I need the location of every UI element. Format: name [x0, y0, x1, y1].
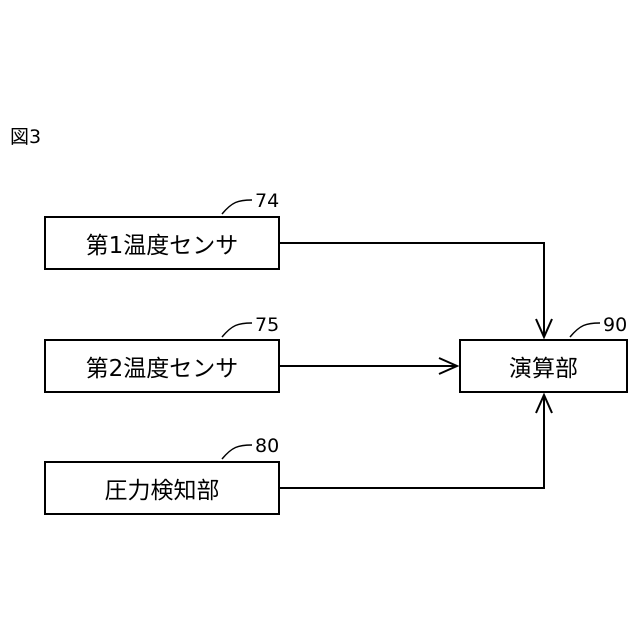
pressure-detector-label: 圧力検知部	[105, 471, 220, 505]
computation-unit-label: 演算部	[509, 349, 578, 383]
first-temperature-sensor-label: 第1温度センサ	[86, 226, 239, 260]
first-temperature-sensor-block: 第1温度センサ	[44, 216, 280, 270]
computation-unit-block: 演算部	[459, 339, 628, 393]
ref-leader-90	[570, 323, 600, 337]
ref-leader-75	[222, 323, 252, 337]
second-temperature-sensor-block: 第2温度センサ	[44, 339, 280, 393]
ref-number-80: 80	[255, 435, 279, 457]
ref-leader-80	[222, 445, 252, 459]
ref-number-74: 74	[255, 190, 279, 212]
connector-sensor1-compute	[280, 243, 544, 337]
pressure-detector-block: 圧力検知部	[44, 461, 280, 515]
ref-number-75: 75	[255, 314, 279, 336]
ref-leader-74	[222, 200, 252, 214]
ref-number-90: 90	[603, 314, 627, 336]
connector-pressure-compute	[280, 395, 544, 488]
second-temperature-sensor-label: 第2温度センサ	[86, 349, 239, 383]
